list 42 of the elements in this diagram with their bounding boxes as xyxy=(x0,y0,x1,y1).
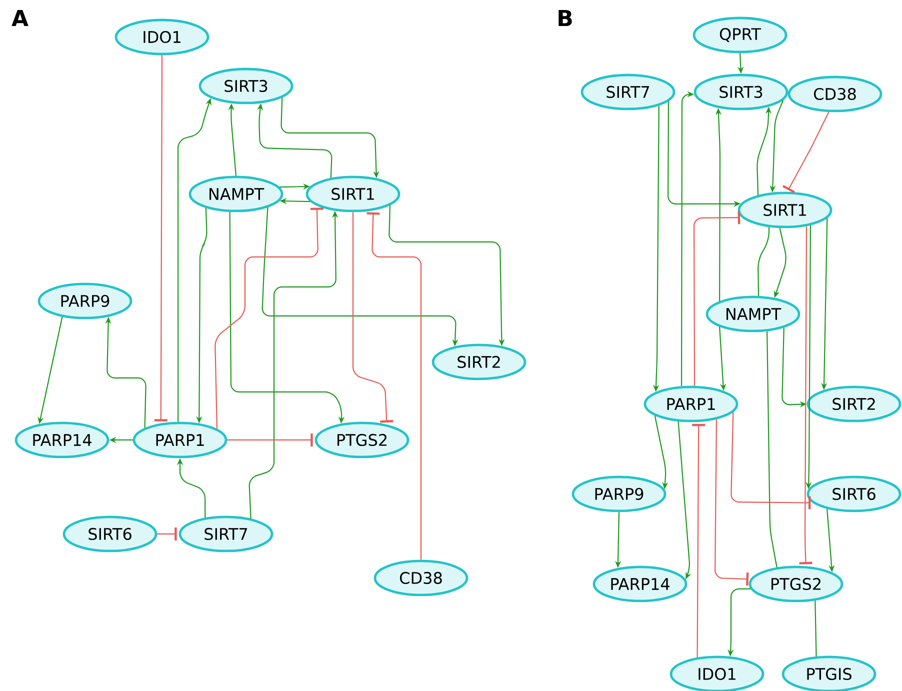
inhibition-line xyxy=(154,55,168,422)
inhibition-line xyxy=(366,212,422,560)
gene-node: PARP14 xyxy=(14,422,110,458)
gene-node: IDO1 xyxy=(114,18,210,56)
inhibition-line xyxy=(799,226,812,564)
gene-node: PARP1 xyxy=(644,386,738,422)
gene-node: PARP1 xyxy=(132,422,228,458)
gene-node: CD38 xyxy=(788,76,882,112)
connector-line xyxy=(766,331,778,568)
panel-label: B xyxy=(558,10,572,26)
gene-node: SIRT6 xyxy=(62,516,158,552)
gene-node: NAMPT xyxy=(706,296,800,332)
panel-label: A xyxy=(12,10,28,26)
gene-node: SIRT1 xyxy=(738,192,832,228)
inhibition-line xyxy=(693,211,740,386)
gene-node: SIRT2 xyxy=(806,386,902,422)
gene-node: IDO1 xyxy=(670,656,764,691)
inhibition-line xyxy=(352,212,394,423)
connector-line xyxy=(814,600,817,656)
gene-node: PTGS2 xyxy=(748,566,844,602)
gene-node: SIRT7 xyxy=(580,74,676,110)
inhibition-line xyxy=(730,412,811,510)
gene-node: PARP9 xyxy=(38,282,132,320)
connector-line xyxy=(758,227,770,296)
gene-node: QPRT xyxy=(692,16,788,54)
gene-node: SIRT2 xyxy=(432,344,526,380)
gene-node: PARP9 xyxy=(572,476,666,512)
gene-node: PTGS2 xyxy=(314,422,410,458)
gene-node: SIRT1 xyxy=(306,176,400,212)
gene-node: SIRT6 xyxy=(806,476,902,512)
inhibition-line xyxy=(692,424,706,658)
gene-node: PARP14 xyxy=(592,566,688,602)
gene-node: SIRT3 xyxy=(694,74,788,110)
inhibition-line xyxy=(714,419,749,586)
inhibition-line xyxy=(157,527,177,540)
inhibition-line xyxy=(227,433,313,446)
gene-node: SIRT7 xyxy=(178,516,274,552)
gene-node: CD38 xyxy=(374,560,468,596)
gene-node: SIRT3 xyxy=(198,68,294,104)
gene-node: NAMPT xyxy=(188,176,284,212)
inhibition-line xyxy=(214,208,324,429)
gene-node: PTGIS xyxy=(782,656,876,691)
